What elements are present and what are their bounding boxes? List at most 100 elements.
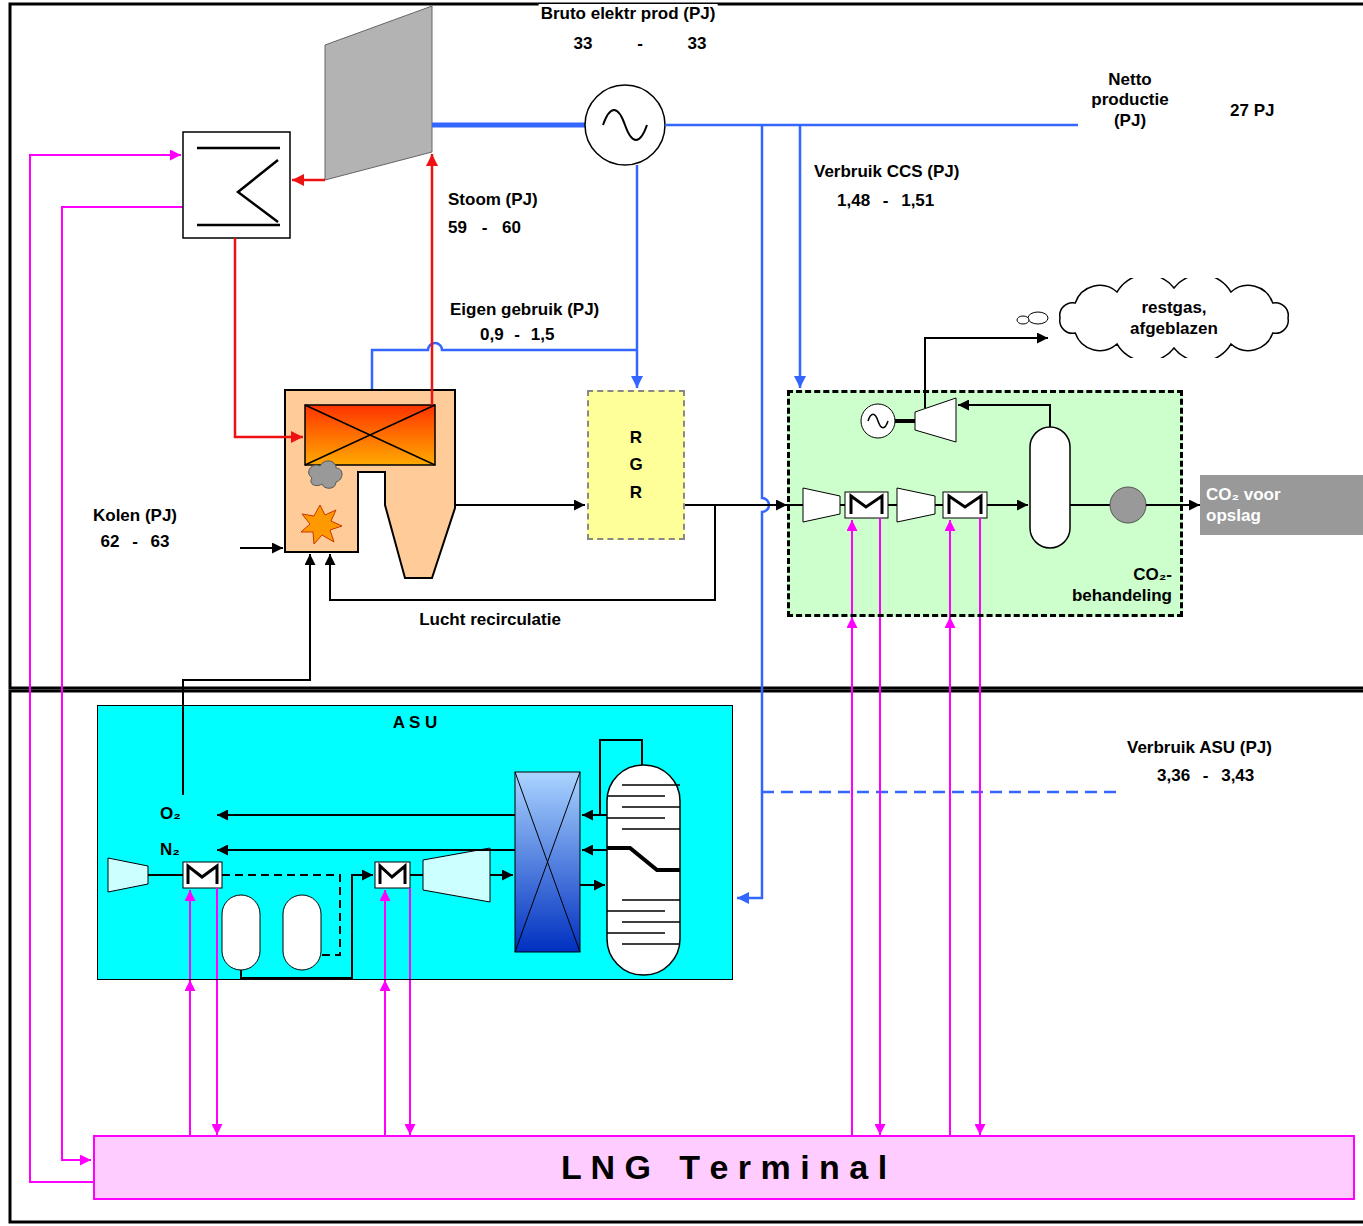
- node-text: R G R: [628, 424, 645, 506]
- treatment-fill: [787, 390, 1183, 617]
- cold-line: [879, 518, 881, 617]
- cooler-symbol: [949, 496, 981, 514]
- process-line: [148, 874, 183, 876]
- value-label: N₂: [158, 840, 182, 860]
- node-text: restgas, afgeblazen: [1104, 297, 1244, 340]
- value-label: 1,48 - 1,51: [835, 191, 936, 211]
- flow-connector: [925, 338, 1048, 390]
- cloud-outline: [1048, 278, 1300, 358]
- flame: [301, 505, 342, 544]
- adsorber-vessel: [222, 895, 260, 970]
- cold-line: [189, 890, 191, 980]
- value-label: Bruto elektr prod (PJ): [539, 4, 718, 24]
- cloud-outline-path: [1060, 278, 1288, 358]
- power-line: [737, 125, 769, 898]
- process-region: A S U: [97, 705, 733, 980]
- exhaust-cloud: restgas, afgeblazen: [1048, 278, 1300, 358]
- oxygen-outlet: [217, 814, 515, 816]
- process-line: [582, 849, 607, 851]
- compressor: [108, 858, 148, 892]
- value-label: Verbruik CCS (PJ): [812, 162, 962, 182]
- pump: [1110, 487, 1146, 523]
- cold-line: [384, 890, 386, 980]
- shaft: [895, 419, 915, 423]
- value-label: 59 - 60: [446, 218, 523, 238]
- process-line: [1070, 504, 1110, 506]
- process-line: [958, 405, 1050, 427]
- asu-fill: [97, 705, 733, 980]
- value-label: Lucht recirculatie: [417, 610, 563, 630]
- compressor: [803, 488, 840, 522]
- process-line: [580, 884, 605, 886]
- terminal-box: L N G T e r m i n a l: [93, 1135, 1355, 1200]
- cold-line: [62, 207, 183, 1160]
- value-label: 0,9 - 1,5: [478, 325, 556, 345]
- cooler: [375, 862, 410, 888]
- node-text: CO₂ voor opslag: [1206, 484, 1316, 527]
- generator-symbol: [603, 110, 647, 140]
- boiler-heat-exchanger: [305, 405, 435, 465]
- power-line: [665, 124, 1093, 127]
- flue-gas-line: [455, 504, 585, 506]
- cold-line: [409, 888, 411, 980]
- cold-line: [216, 888, 218, 980]
- cooler-symbol: [380, 866, 405, 884]
- process-line: [935, 504, 943, 506]
- node-text: A S U: [393, 712, 438, 733]
- flow-connector: [384, 980, 386, 1135]
- value-label: Verbruik ASU (PJ): [1125, 738, 1274, 758]
- column-trays: [607, 785, 680, 944]
- process-box: R G R: [587, 390, 685, 540]
- process-line: [840, 504, 845, 506]
- process-line: [222, 875, 340, 955]
- process-line: [1146, 504, 1183, 506]
- condenser: [183, 132, 290, 238]
- cooler-symbol: [188, 866, 217, 884]
- exhaust-steam-line: [292, 179, 325, 182]
- process-line: [600, 740, 642, 815]
- steam-line: [431, 154, 434, 405]
- process-line: [888, 504, 897, 506]
- column-packing: [607, 848, 680, 870]
- nitrogen-outlet: [217, 849, 515, 851]
- boiler: [285, 390, 455, 578]
- steam-turbine: [325, 6, 432, 180]
- process-line: [582, 814, 607, 816]
- cooler-symbol: [851, 496, 882, 514]
- cloud-puff: [1028, 312, 1048, 324]
- separator-vessel: [1030, 427, 1070, 548]
- node-text: CO₂-behandeling: [1062, 564, 1172, 607]
- generator: [585, 85, 665, 165]
- process-line: [490, 874, 513, 876]
- flow-connector: [979, 617, 981, 1135]
- flow-connector: [685, 504, 787, 506]
- compressor: [423, 848, 490, 902]
- output-box: CO₂ voor opslag: [1200, 475, 1363, 535]
- cooler: [183, 862, 222, 888]
- cold-line: [851, 520, 853, 617]
- heat-exchanger-cross: [305, 405, 435, 465]
- power-line: [636, 165, 639, 388]
- distillation-column: [607, 765, 680, 975]
- flow-connector: [216, 980, 218, 1135]
- value-label: 3,36 - 3,43: [1155, 766, 1256, 786]
- cloud-puff: [1017, 316, 1029, 324]
- process-line: [410, 874, 423, 876]
- value-label: 33 - 33: [572, 34, 709, 54]
- expander: [915, 398, 956, 442]
- terminal-frame: [10, 691, 1363, 1222]
- flow-connector: [949, 617, 951, 1135]
- plant-frame: [10, 4, 1363, 688]
- compressor: [897, 488, 935, 522]
- flow-connector: [409, 980, 411, 1135]
- value-label: Stoom (PJ): [446, 190, 540, 210]
- flow-connector: [879, 617, 881, 1135]
- power-line: [799, 125, 802, 388]
- adsorber-vessel: [283, 895, 321, 970]
- value-label: Eigen gebruik (PJ): [448, 300, 601, 320]
- cooler: [845, 492, 888, 518]
- cold-line: [979, 518, 981, 617]
- cold-line: [949, 520, 951, 617]
- cooler: [943, 492, 987, 518]
- node-text: L N G T e r m i n a l: [561, 1146, 887, 1189]
